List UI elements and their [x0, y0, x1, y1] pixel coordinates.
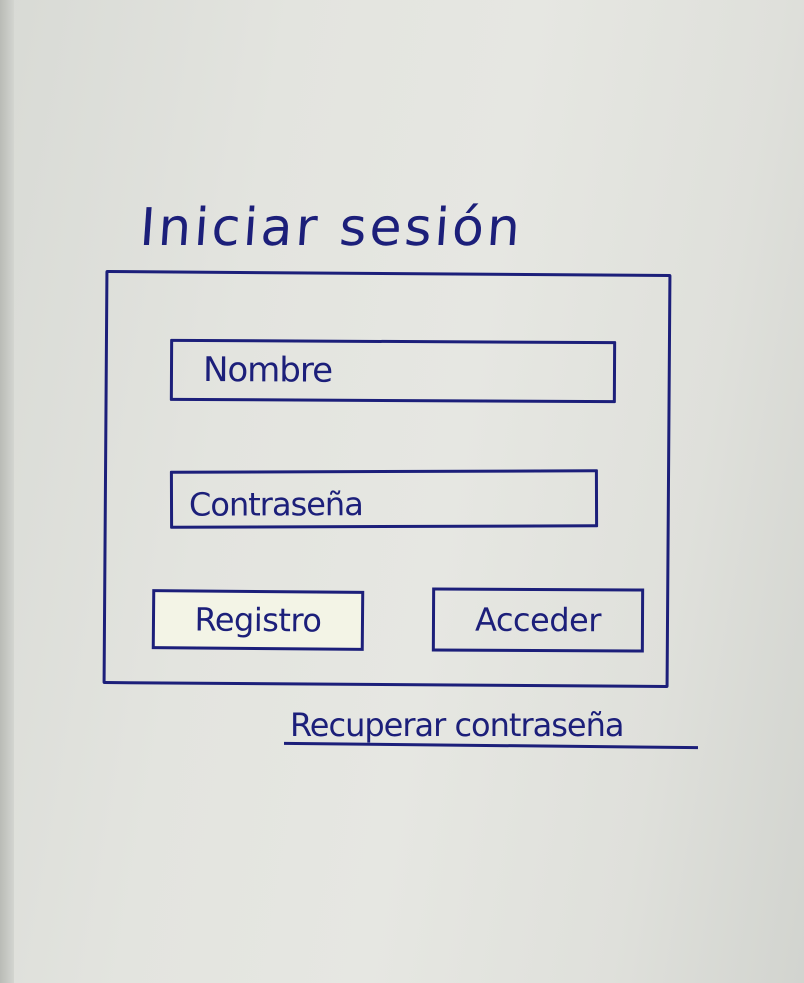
paper-edge: [0, 0, 14, 983]
access-button[interactable]: Acceder: [431, 587, 645, 653]
password-input[interactable]: Contraseña: [169, 469, 599, 529]
name-input[interactable]: Nombre: [169, 338, 617, 404]
page-title: Iniciar sesión: [137, 198, 526, 258]
register-button[interactable]: Registro: [151, 589, 365, 651]
password-input-placeholder: Contraseña: [188, 485, 363, 524]
name-input-placeholder: Nombre: [202, 350, 333, 391]
recover-password-link[interactable]: Recuperar contraseña: [290, 706, 624, 744]
